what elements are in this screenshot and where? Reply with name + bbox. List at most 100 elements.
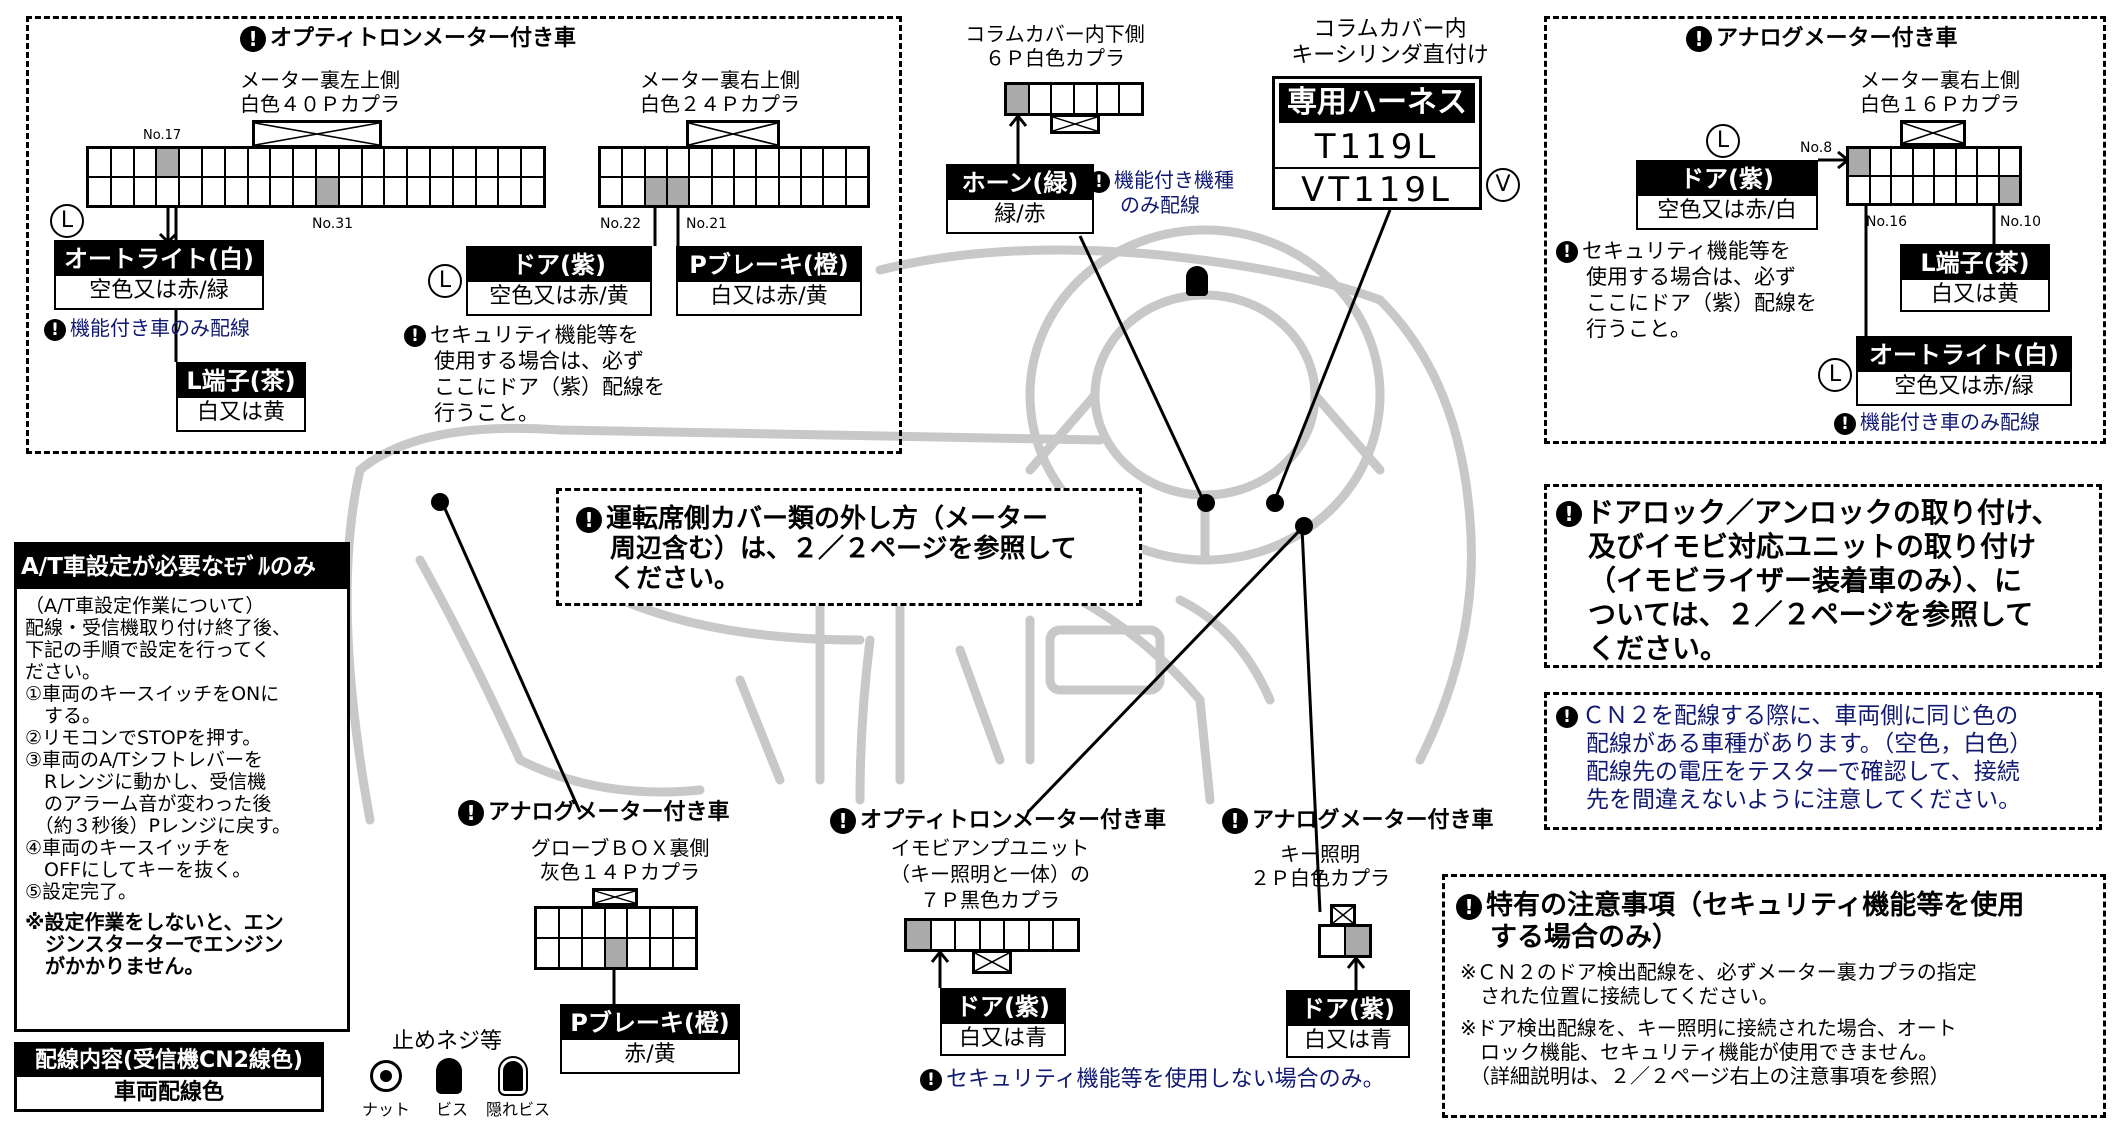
connector-pin	[112, 149, 135, 176]
connector-pin	[363, 149, 386, 176]
screw-icon	[1186, 266, 1208, 296]
door-lock-note: !ドアロック／アンロックの取り付け、 及びイモビ対応ユニットの取り付け （イモビ…	[1556, 496, 2059, 666]
warning-icon: !	[576, 506, 602, 533]
door-body: 空色又は赤/黄	[489, 284, 629, 309]
pin-label-no10: No.10	[2000, 214, 2042, 230]
no-security-note: !セキュリティ機能等を使用しない場合のみ。	[920, 1068, 1385, 1092]
connector-pin	[271, 178, 295, 205]
keylight-title: !アナログメーター付き車	[1222, 808, 1494, 834]
immobi-title: !オプティトロンメーター付き車	[830, 808, 1166, 834]
glovebox-pbrake-head: Pブレーキ(橙)	[562, 1006, 738, 1040]
autolight-circle-l: L	[50, 204, 84, 238]
immobi-door-label: ドア(紫) 白又は青	[940, 988, 1066, 1056]
connector-pin	[1914, 149, 1935, 175]
at-step-line: OFFにしてキーを抜く。	[25, 859, 252, 881]
optitron-title: !オプティトロンメーター付き車	[240, 26, 576, 52]
hidden-screw-icon	[498, 1056, 528, 1096]
pbrake-body: 白又は赤/黄	[710, 284, 828, 309]
connector-pin	[89, 178, 112, 205]
connector-pin	[824, 178, 847, 205]
horn-body: 緑/赤	[994, 202, 1046, 227]
connector-pin	[316, 178, 340, 205]
connector-pin	[203, 178, 226, 205]
connector-pin	[537, 939, 560, 967]
connector-pin	[1346, 927, 1369, 955]
connector-40p	[86, 146, 546, 208]
warning-icon: !	[240, 26, 266, 52]
connector-pin	[89, 149, 112, 176]
cn2-note-box	[1544, 692, 2102, 830]
immobi-caption-3: ７Ｐ黒色カプラ	[920, 888, 1060, 912]
immobi-door-head: ドア(紫)	[942, 990, 1064, 1024]
driver-cover-note: !運転席側カバー類の外し方（メーター 周辺含む）は、２／２ページを参照して くだ…	[576, 504, 1077, 594]
connector-pin	[1007, 85, 1030, 113]
at-step-line: ③車両のA/Tシフトレバーを	[25, 749, 264, 771]
connector-pin	[249, 149, 272, 176]
analog-top-security-note: !セキュリティ機能等を 使用する場合は、必ず ここにドア（紫）配線を 行うこと。	[1556, 238, 1817, 342]
harness-caption-1: コラムカバー内	[1313, 17, 1467, 42]
connector-pin	[499, 149, 523, 176]
connector-pin	[583, 909, 606, 937]
warning-icon: !	[920, 1069, 942, 1091]
connector-pin	[780, 178, 802, 205]
driver-cover-note-box	[556, 488, 1142, 606]
connector-pin	[757, 149, 780, 176]
harness-circle-v: V	[1486, 168, 1520, 202]
connector-pin	[1978, 177, 2000, 203]
connector-pin	[667, 178, 691, 205]
connector-pin	[1321, 927, 1346, 955]
connector-pin	[560, 939, 583, 967]
connector-pin	[1871, 149, 1892, 175]
connector-pin	[249, 178, 272, 205]
connector-pin	[454, 149, 477, 176]
pin-label-no16: No.16	[1866, 214, 1908, 230]
analog-autolight-label: オートライト(白) 空色又は赤/緑	[1856, 336, 2072, 406]
connector-pin	[623, 178, 646, 205]
connector-pin	[735, 178, 758, 205]
connector-pin	[601, 149, 624, 176]
connector-latch	[592, 888, 638, 906]
connector-pin	[623, 149, 646, 176]
connector-pin	[537, 909, 560, 937]
special-notes-title: !特有の注意事項（セキュリティ機能等を使用 する場合のみ）	[1456, 890, 2024, 954]
connector-latch	[1900, 120, 1966, 146]
door-label: ドア(紫) 空色又は赤/黄	[466, 246, 652, 316]
warning-icon: !	[1556, 501, 1582, 527]
connector-24p	[598, 146, 870, 208]
pin-label-no8: No.8	[1800, 140, 1833, 156]
connector-pin	[907, 921, 932, 949]
keylight-caption-2: ２Ｐ白色カプラ	[1250, 866, 1390, 890]
connector-pin	[385, 178, 409, 205]
analog-autolight-note: !機能付き車のみ配線	[1834, 410, 2040, 435]
at-step-line: ②リモコンでSTOPを押す。	[25, 727, 262, 749]
connector-pin	[1052, 85, 1076, 113]
connector-pin	[605, 939, 629, 967]
left-connector-caption-1: メーター裏左上側	[240, 68, 400, 92]
right-connector-caption-2: 白色２４Ｐカプラ	[640, 92, 800, 116]
connector-pin	[203, 149, 226, 176]
warning-icon: !	[1556, 241, 1578, 263]
analog-autolight-body: 空色又は赤/緑	[1894, 374, 2034, 399]
connector-pin	[1935, 149, 1957, 175]
wiring-legend-head: 配線内容(受信機CN2線色)	[17, 1045, 321, 1077]
at-step-line: （約３秒後）Pレンジに戻す。	[25, 815, 292, 837]
glovebox-pbrake-body: 赤/黄	[624, 1042, 676, 1067]
fasteners-title: 止めネジ等	[392, 1029, 503, 1054]
connector-pin	[499, 178, 523, 205]
at-step-line: （A/T車設定作業について）	[25, 595, 265, 617]
connector-pin	[1871, 177, 1892, 203]
horn-label: ホーン(緑) 緑/赤	[946, 164, 1094, 234]
harness-caption-2: キーシリンダ直付け	[1291, 43, 1489, 68]
pbrake-head: Pブレーキ(橙)	[678, 248, 860, 282]
connector-pin	[1098, 85, 1121, 113]
analog-top-title: !アナログメーター付き車	[1686, 26, 1958, 52]
connector-pin	[340, 178, 363, 205]
pbrake-label: Pブレーキ(橙) 白又は赤/黄	[676, 246, 862, 316]
at-setting-title: A/T車設定が必要なﾓﾃﾞﾙのみ	[17, 545, 347, 589]
analog-door-label: ドア(紫) 空色又は赤/白	[1636, 160, 1818, 230]
warning-icon: !	[830, 808, 856, 834]
